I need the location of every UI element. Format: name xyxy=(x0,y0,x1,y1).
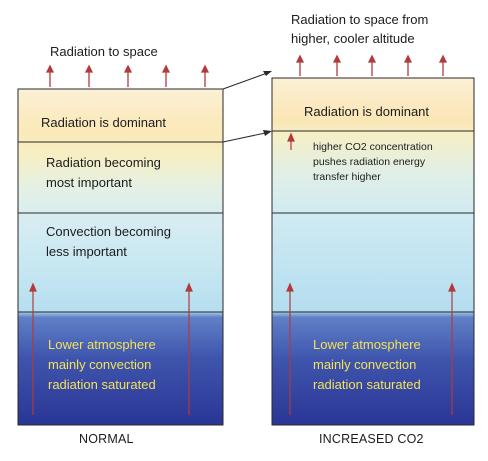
increased-internal-arrows xyxy=(286,132,456,415)
normal-lower-line2: mainly convection xyxy=(48,357,152,372)
normal-layer-mid-line1: Radiation becoming xyxy=(46,155,161,170)
increased-caption: INCREASED CO2 xyxy=(319,432,424,446)
increased-lower-line3: radiation saturated xyxy=(313,377,421,392)
normal-layer-conv-line2: less important xyxy=(46,244,127,259)
normal-radiation-to-space: Radiation to space xyxy=(50,44,158,59)
normal-lower-line1: Lower atmosphere xyxy=(48,337,156,352)
increased-radiation-line2: higher, cooler altitude xyxy=(291,31,415,46)
increased-lower-line1: Lower atmosphere xyxy=(313,337,421,352)
connector-top-arrowhead xyxy=(263,71,272,76)
increased-layer-top-label: Radiation is dominant xyxy=(304,104,430,119)
increased-lower-line2: mainly convection xyxy=(313,357,417,372)
normal-top-arrows xyxy=(45,64,210,87)
connector-mid xyxy=(222,131,271,143)
increased-atmosphere-column xyxy=(271,77,475,426)
connector-mid-arrowhead xyxy=(263,130,272,136)
increased-top-arrows xyxy=(295,54,448,76)
increased-radiation-line1: Radiation to space from xyxy=(291,12,429,27)
increased-note-line3: transfer higher xyxy=(313,171,381,183)
normal-caption: NORMAL xyxy=(79,432,134,446)
increased-note-line2: pushes radiation energy xyxy=(313,156,426,168)
normal-layer-top-label: Radiation is dominant xyxy=(41,115,167,130)
normal-internal-arrows xyxy=(29,282,193,415)
normal-layer-conv-line1: Convection becoming xyxy=(46,224,172,239)
normal-layer-mid-line2: most important xyxy=(46,175,132,190)
connector-top xyxy=(222,71,271,90)
increased-note-line1: higher CO2 concentration xyxy=(313,141,433,153)
normal-lower-line3: radiation saturated xyxy=(48,377,156,392)
